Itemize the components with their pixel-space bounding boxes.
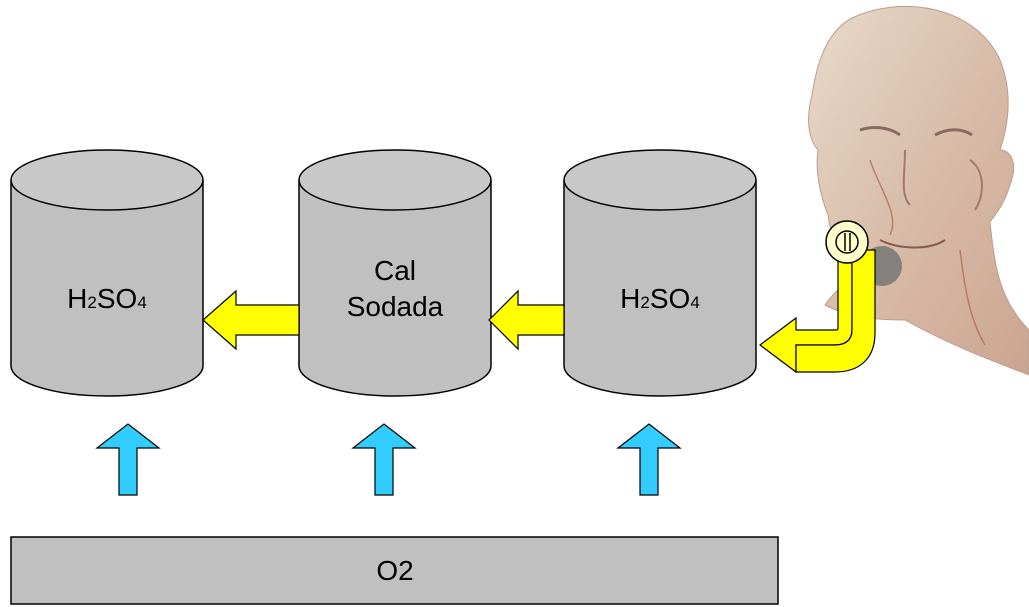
cylinder-left-label: H2SO4 (67, 283, 147, 314)
mouthpiece-icon (825, 220, 869, 264)
flow-arrow-right-to-middle (488, 289, 565, 351)
oxygen-arrow-right (616, 423, 682, 496)
flow-arrow-middle-to-left (202, 289, 300, 351)
oxygen-arrow-left (95, 423, 161, 496)
oxygen-supply-label: O2 (376, 555, 413, 586)
cylinder-middle-label-line1: Cal (374, 255, 416, 286)
exhaled-air-arrow (759, 249, 876, 374)
oxygen-arrow-middle (351, 423, 417, 496)
cylinder-right: H2SO4 (563, 149, 757, 397)
cylinder-middle: Cal Sodada (298, 149, 492, 397)
cylinder-middle-label-line2: Sodada (347, 291, 444, 322)
cylinder-right-label: H2SO4 (620, 283, 700, 314)
cylinder-left: H2SO4 (10, 149, 204, 397)
oxygen-supply-bar: O2 (10, 536, 779, 605)
